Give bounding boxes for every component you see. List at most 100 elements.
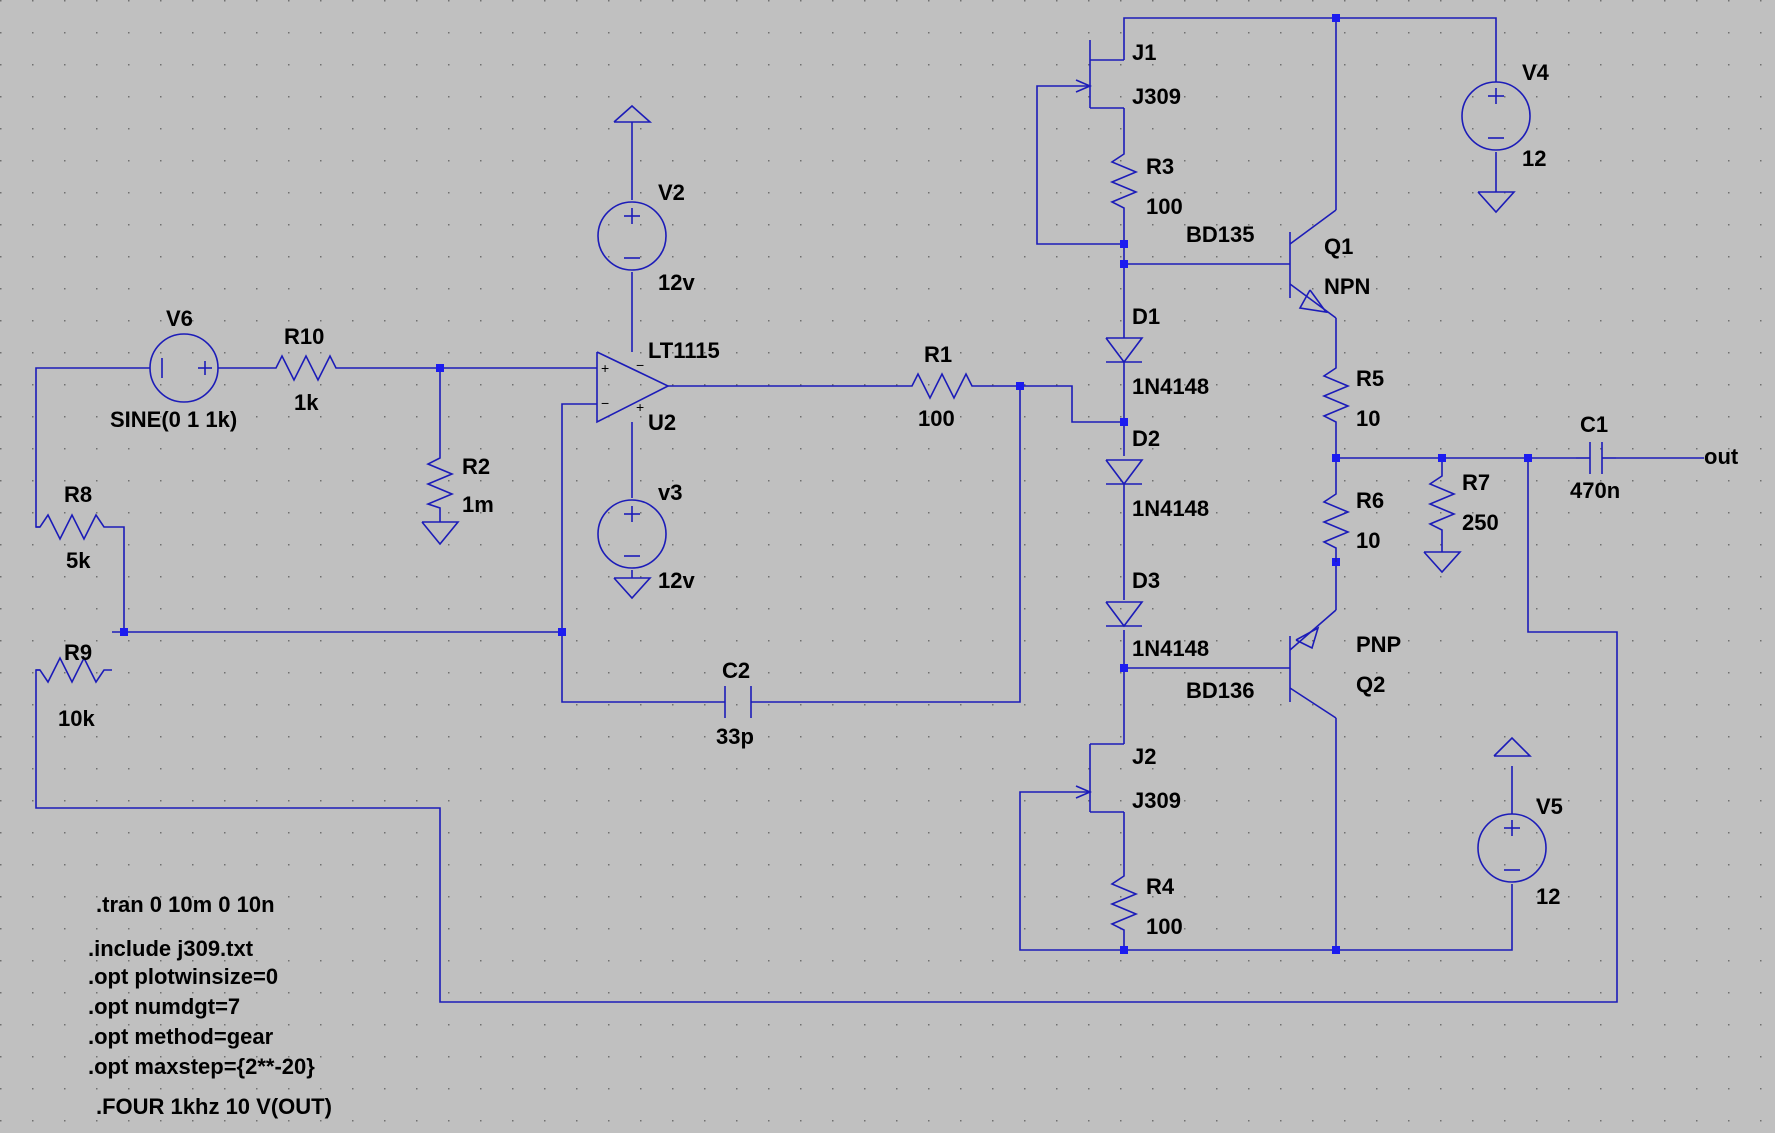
r10-name: R10 [284, 324, 324, 349]
source-v3[interactable]: v3 12v [597, 480, 695, 600]
directive-tran: .tran 0 10m 0 10n [96, 892, 275, 917]
d1-value: 1N4148 [1132, 374, 1209, 399]
capacitor-c1[interactable]: C1 470n [1570, 412, 1620, 503]
directive-method: .opt method=gear [88, 1024, 274, 1049]
jfet-j2[interactable]: J2 J309 [1075, 743, 1181, 813]
source-v5[interactable]: V5 12 [1477, 736, 1563, 909]
junction-dot-icon [1016, 382, 1024, 390]
r4-value: 100 [1146, 914, 1183, 939]
net-label-out: out [1704, 444, 1739, 469]
directive-plotwinsize: .opt plotwinsize=0 [88, 964, 278, 989]
d3-name: D3 [1132, 568, 1160, 593]
u2-name: U2 [648, 410, 676, 435]
resistor-r10[interactable]: R10 1k [268, 324, 340, 415]
q1-value: BD135 [1186, 222, 1254, 247]
jfet-j1[interactable]: J1 J309 [1075, 40, 1181, 109]
d2-name: D2 [1132, 426, 1160, 451]
resistor-r1[interactable]: R1 100 [904, 342, 976, 431]
r5-name: R5 [1356, 366, 1384, 391]
resistor-r6[interactable]: R6 10 [1321, 488, 1384, 562]
junction-dot-icon [1438, 454, 1446, 462]
power-flag-icon [1493, 736, 1532, 757]
r8-value: 5k [66, 548, 91, 573]
junction-dot-icon [1120, 946, 1128, 954]
junction-dot-icon [120, 628, 128, 636]
v2-value: 12v [658, 270, 695, 295]
r3-value: 100 [1146, 194, 1183, 219]
junction-dot-icon [436, 364, 444, 372]
v3-name: v3 [658, 480, 682, 505]
d1-name: D1 [1132, 304, 1160, 329]
spice-directives[interactable]: .tran 0 10m 0 10n .include j309.txt .opt… [88, 892, 332, 1119]
v6-name: V6 [166, 306, 193, 331]
c1-name: C1 [1580, 412, 1608, 437]
junction-dot-icon [558, 628, 566, 636]
u2-value: LT1115 [648, 338, 720, 363]
v4-value: 12 [1522, 146, 1546, 171]
r6-value: 10 [1356, 528, 1380, 553]
j2-value: J309 [1132, 788, 1181, 813]
opamp-plus-pin: + [601, 360, 609, 376]
diode-d2[interactable]: D2 1N4148 [1105, 426, 1209, 521]
junction-dot-icon [1332, 454, 1340, 462]
r2-name: R2 [462, 454, 490, 479]
r3-name: R3 [1146, 154, 1174, 179]
junction-dot-icon [1120, 664, 1128, 672]
r10-value: 1k [294, 390, 319, 415]
j1-name: J1 [1132, 40, 1156, 65]
opamp-u2[interactable]: + − − + LT1115 U2 [596, 338, 720, 435]
q2-name: Q2 [1356, 672, 1385, 697]
source-v4[interactable]: V4 12 [1461, 60, 1550, 214]
diode-d3[interactable]: D3 1N4148 [1105, 568, 1209, 661]
resistor-r4[interactable]: R4 100 [1109, 870, 1183, 942]
transistor-q1[interactable]: BD135 Q1 NPN [1186, 209, 1370, 319]
c2-name: C2 [722, 658, 750, 683]
junction-dot-icon [1524, 454, 1532, 462]
v2-name: V2 [658, 180, 685, 205]
v4-name: V4 [1522, 60, 1550, 85]
r5-value: 10 [1356, 406, 1380, 431]
q2-type: PNP [1356, 632, 1401, 657]
diode-d1[interactable]: D1 1N4148 [1105, 304, 1209, 399]
directive-maxstep: .opt maxstep={2**-20} [88, 1054, 315, 1079]
source-v6[interactable]: V6 SINE(0 1 1k) [110, 306, 237, 432]
v5-value: 12 [1536, 884, 1560, 909]
v3-value: 12v [658, 568, 695, 593]
r7-name: R7 [1462, 470, 1490, 495]
power-flag-icon [613, 104, 653, 123]
q2-value: BD136 [1186, 678, 1254, 703]
source-v2[interactable]: V2 12v [597, 104, 695, 295]
junction-dot-icon [1332, 946, 1340, 954]
wires [35, 17, 1704, 1003]
r2-value: 1m [462, 492, 494, 517]
r7-value: 250 [1462, 510, 1499, 535]
junction-dot-icon [1120, 418, 1128, 426]
directive-include: .include j309.txt [88, 936, 254, 961]
junction-dot-icon [1120, 260, 1128, 268]
resistor-r3[interactable]: R3 100 [1109, 148, 1183, 220]
ground-icon [613, 577, 652, 600]
resistor-r5[interactable]: R5 10 [1321, 362, 1384, 434]
opamp-minus-pin: − [601, 395, 609, 411]
c1-value: 470n [1570, 478, 1620, 503]
j1-value: J309 [1132, 84, 1181, 109]
transistor-q2[interactable]: BD136 PNP Q2 [1186, 609, 1401, 719]
resistor-r7[interactable]: R7 250 [1423, 470, 1499, 574]
r8-name: R8 [64, 482, 92, 507]
capacitor-c2[interactable]: C2 33p [716, 658, 754, 749]
resistor-r2[interactable]: R2 1m [421, 452, 494, 546]
r1-name: R1 [924, 342, 952, 367]
directive-numdgt: .opt numdgt=7 [88, 994, 240, 1019]
q1-type: NPN [1324, 274, 1370, 299]
junction-dots [120, 14, 1532, 954]
resistor-r9[interactable]: R9 10k [36, 640, 112, 731]
c2-value: 33p [716, 724, 754, 749]
ground-icon [421, 521, 460, 546]
resistor-r8[interactable]: R8 5k [36, 482, 112, 573]
d3-value: 1N4148 [1132, 636, 1209, 661]
r9-value: 10k [58, 706, 95, 731]
opamp-vminus-pin: − [636, 357, 644, 373]
